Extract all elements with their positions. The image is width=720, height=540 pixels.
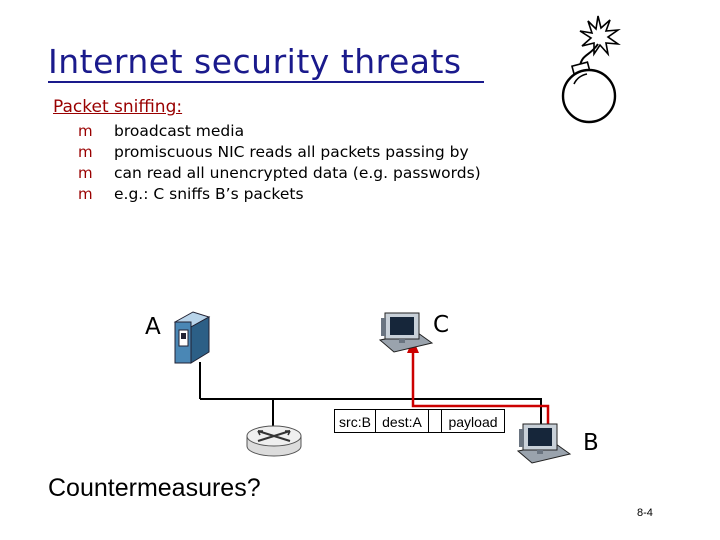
host-b-label: B bbox=[583, 430, 599, 456]
host-a-label: A bbox=[145, 314, 161, 340]
countermeasures-question: Countermeasures? bbox=[48, 474, 261, 503]
packet-separator-field bbox=[428, 409, 442, 433]
workstation-b-icon bbox=[518, 424, 570, 463]
router-icon bbox=[247, 426, 301, 456]
server-icon bbox=[175, 312, 209, 363]
packet-dest-field: dest:A bbox=[375, 409, 429, 433]
workstation-c-icon bbox=[380, 313, 432, 352]
page-number: 8-4 bbox=[637, 507, 653, 519]
host-c-label: C bbox=[433, 312, 449, 338]
packet-payload-field: payload bbox=[441, 409, 505, 433]
packet-src-field: src:B bbox=[334, 409, 376, 433]
